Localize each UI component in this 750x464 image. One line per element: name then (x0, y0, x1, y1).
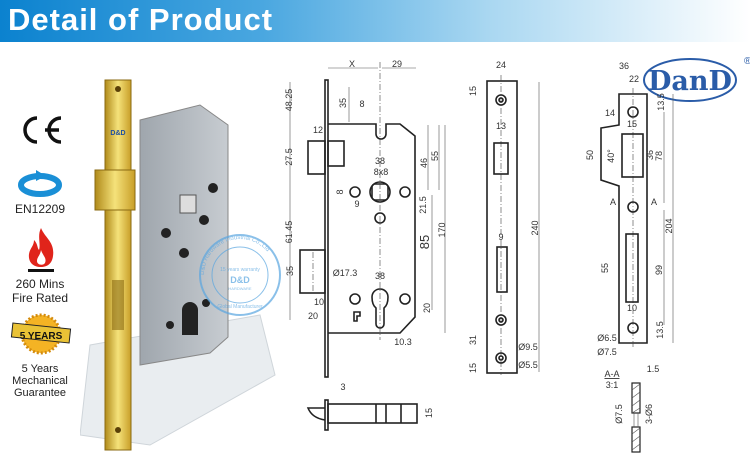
lockcase-drawing: X 29 48.25 35 8 12 27.5 38 8x8 8 9 46 55… (284, 59, 447, 378)
dim-36: 36 (645, 150, 655, 160)
dim-9-slot: 9 (498, 232, 503, 242)
dim-15: 15 (627, 119, 637, 129)
dim-15-bottom: 15 (468, 363, 478, 373)
dim-55: 55 (430, 151, 440, 161)
watermark-bottom: Global Manufacturer (217, 304, 263, 310)
dim-1-5: 1.5 (647, 364, 660, 374)
dim-13: 13 (496, 121, 506, 131)
dim-170: 170 (437, 222, 447, 237)
watermark-sub: HARDWARE (228, 286, 252, 291)
dim-d5-5: Ø5.5 (518, 360, 538, 370)
badge-text: 5 YEARS (20, 331, 63, 342)
fire-rating-line1: 260 Mins (15, 277, 65, 291)
dim-3: 3 (340, 382, 345, 392)
faceplate-mark: D&D (110, 130, 125, 137)
dim-10: 10 (314, 297, 324, 307)
dim-29: 29 (392, 59, 402, 69)
watermark-brand: D&D (230, 275, 250, 285)
section-drawing: A-A 3:1 1.5 Ø7.5 3-Ø6 (604, 364, 660, 453)
dim-46: 46 (419, 158, 429, 168)
dim-48-25: 48.25 (284, 89, 294, 112)
fire-rating-line2: Fire Rated (11, 291, 69, 305)
header-banner: Detail of Product (0, 0, 750, 42)
latch-bolt (94, 169, 136, 211)
page-title: Detail of Product (8, 2, 274, 37)
dim-20-right: 20 (422, 303, 432, 313)
guarantee-line2: Mechanical (12, 375, 68, 387)
registered-mark: ® (744, 56, 750, 67)
section-label: A-A (604, 369, 619, 379)
dim-24: 24 (496, 60, 506, 70)
dim-85: 85 (417, 235, 432, 249)
dim-38-top: 38 (375, 156, 385, 166)
dim-d17-3: Ø17.3 (333, 268, 358, 278)
dim-78: 78 (654, 151, 664, 161)
dim-8x8: 8x8 (374, 167, 389, 177)
dim-d6-5: Ø6.5 (597, 333, 617, 343)
dim-13-5-bottom: 13.5 (655, 321, 665, 339)
dim-240: 240 (530, 220, 540, 235)
dim-99: 99 (654, 265, 664, 275)
fire-rating-label: 260 Mins Fire Rated (0, 277, 85, 305)
dim-12: 12 (313, 125, 323, 135)
dim-20: 20 (308, 311, 318, 321)
gold-faceplate (104, 79, 132, 451)
product-photo: D&D D&D Hardware Industrial Co.,Ltd 15 y… (80, 79, 281, 451)
five-years-badge-icon: 5 YEARS (10, 313, 72, 355)
dim-38-bottom: 38 (375, 271, 385, 281)
dim-8-notch: 8 (359, 99, 364, 109)
faceplate-drawing: 24 15 13 240 9 31 15 Ø9.5 Ø5.5 (468, 60, 540, 375)
dim-d7-5: Ø7.5 (597, 347, 617, 357)
dim-50: 50 (585, 150, 595, 160)
flame-icon (28, 228, 54, 272)
ce-mark-icon (23, 116, 62, 144)
dim-d7-5-section: Ø7.5 (614, 404, 624, 424)
section-a-left: A (610, 197, 616, 207)
dim-35-top: 35 (338, 98, 348, 108)
dim-10: 10 (627, 303, 637, 313)
dim-15-bolt: 15 (424, 408, 434, 418)
logo-text: DanD (648, 66, 732, 97)
dim-31: 31 (468, 335, 478, 345)
guarantee-label: 5 Years Mechanical Guarantee (0, 363, 85, 399)
dim-9: 9 (354, 199, 359, 209)
dim-36-top: 36 (619, 61, 629, 71)
dim-x: X (349, 59, 355, 69)
dim-d9-5: Ø9.5 (518, 342, 538, 352)
dim-3xd6: 3-Ø6 (644, 404, 654, 424)
dim-35-bolt: 35 (285, 266, 295, 276)
dim-22: 22 (629, 74, 639, 84)
strike-plate-drawing: 36 22 14 15 13.5 50 40° 36 78 A A 204 55… (585, 61, 674, 357)
dim-55: 55 (600, 263, 610, 273)
guarantee-line3: Guarantee (14, 387, 66, 399)
dim-15-top: 15 (468, 86, 478, 96)
dim-8-hole: 8 (335, 189, 345, 194)
dim-10-3: 10.3 (394, 337, 412, 347)
dim-14: 14 (605, 108, 615, 118)
guarantee-line1: 5 Years (21, 363, 59, 375)
dim-21-5: 21.5 (418, 196, 428, 214)
en12209-label: EN12209 (14, 202, 66, 216)
rotation-cycle-icon (18, 170, 62, 197)
dim-27-5: 27.5 (284, 148, 294, 166)
dim-204: 204 (664, 218, 674, 233)
section-scale: 3:1 (606, 380, 619, 390)
dim-40-deg: 40° (606, 149, 616, 163)
watermark-warranty: 15 years warranty (220, 267, 260, 273)
brand-logo: DanD ® (643, 56, 750, 102)
dim-61-45: 61.45 (284, 221, 294, 244)
section-a-right: A (651, 197, 657, 207)
bolt-drawing: 3 15 (306, 382, 434, 431)
dim-13-5-top: 13.5 (656, 93, 666, 111)
